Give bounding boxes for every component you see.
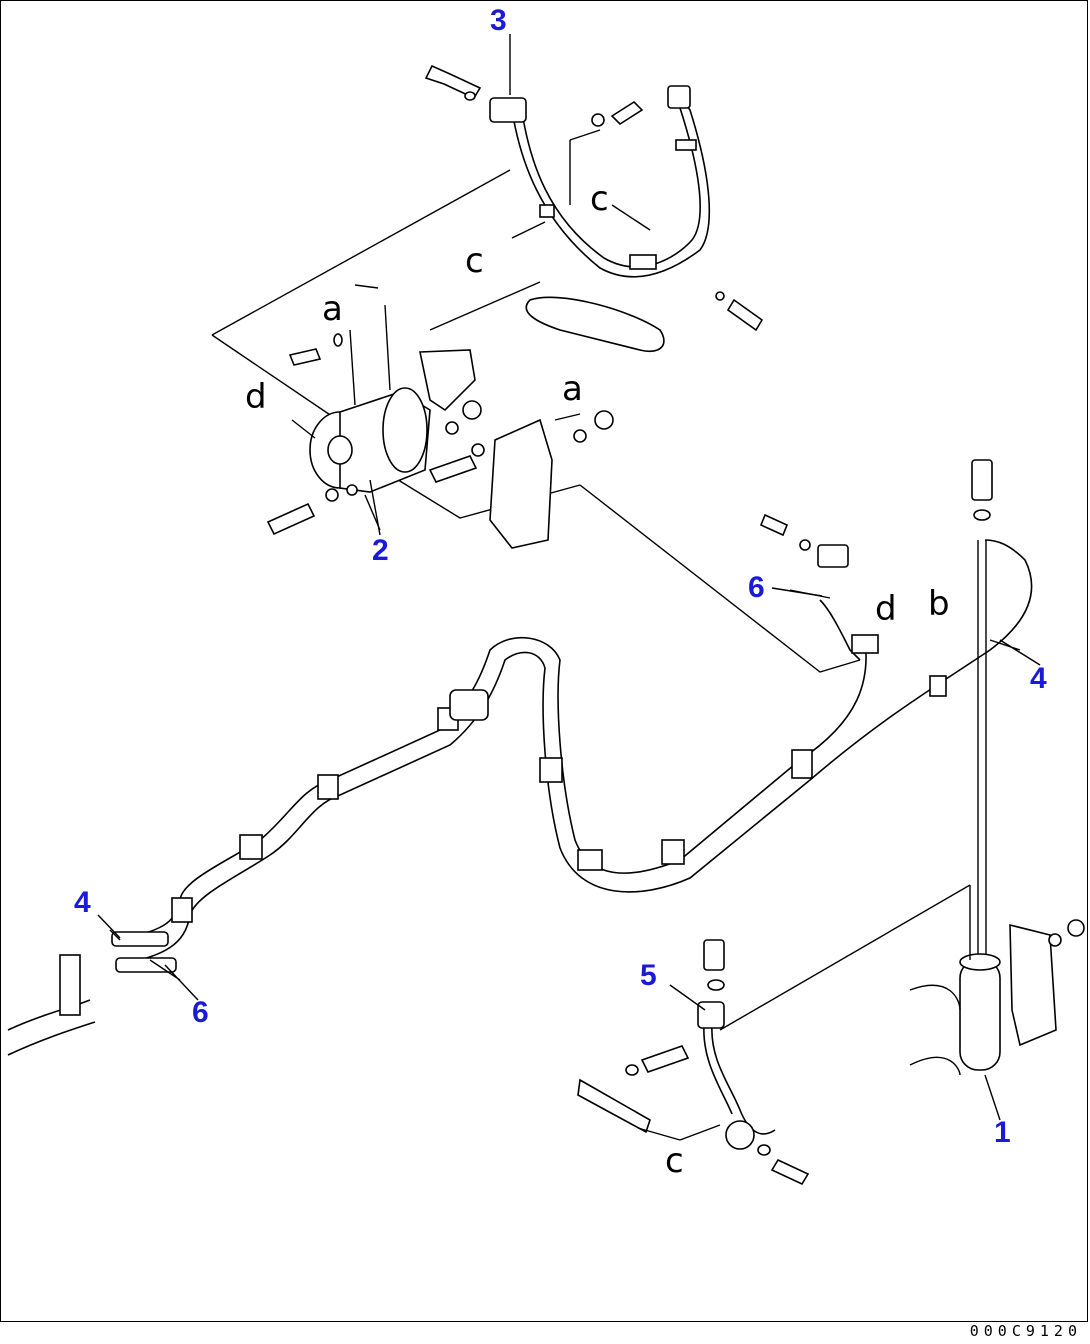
bracket <box>577 1078 651 1134</box>
hose-fitting <box>697 1001 725 1029</box>
compressor-clutch <box>382 387 428 473</box>
hose-fitting <box>115 957 177 973</box>
callout-3: 3 <box>490 4 507 37</box>
nut <box>1067 919 1085 937</box>
bracket <box>59 954 81 1016</box>
hose-clamp <box>629 254 657 270</box>
hose-clamp <box>675 139 697 151</box>
compressor-assembly-2 <box>211 169 861 673</box>
nut <box>462 400 482 420</box>
bolt <box>266 502 316 536</box>
ref-d-left: d <box>245 377 267 417</box>
callout-6-upper: 6 <box>748 571 765 604</box>
bolt <box>610 100 644 126</box>
hose-clamp <box>239 834 263 860</box>
hose-assembly-5 <box>577 939 810 1186</box>
washer <box>471 443 485 457</box>
ref-d-right: d <box>875 589 897 629</box>
hose-coupler <box>449 689 489 721</box>
hose-6-upper <box>819 599 861 661</box>
hose-clamp <box>539 204 555 218</box>
bolt <box>759 513 789 537</box>
ref-c-bottom: c <box>665 1141 684 1181</box>
washer <box>1048 933 1062 947</box>
ref-a-upper: a <box>322 289 343 329</box>
mounting-bracket <box>489 418 553 549</box>
washer <box>333 333 343 347</box>
ref-b: b <box>928 584 950 624</box>
bolt <box>770 1158 810 1186</box>
receiver-bracket <box>1009 923 1057 1047</box>
drive-belt <box>525 296 665 352</box>
callout-1: 1 <box>994 1116 1011 1149</box>
hose-clamp <box>539 757 563 783</box>
hose-clamp <box>791 749 813 779</box>
hose-fitting <box>817 544 849 568</box>
hose-assembly-3 <box>424 64 764 332</box>
callout-6-lower: 6 <box>192 996 209 1029</box>
bolt <box>703 939 725 971</box>
compressor-bracket <box>419 349 476 412</box>
hose-clamp <box>725 1120 755 1150</box>
ref-a-lower: a <box>562 369 583 409</box>
reference-letters: a a d d b c c c <box>245 179 950 1181</box>
bolt <box>640 1045 690 1073</box>
bolt <box>726 298 764 332</box>
bolt <box>428 455 478 483</box>
washer <box>757 1144 771 1156</box>
hose-clamp <box>929 675 947 697</box>
hose-fitting <box>111 931 169 947</box>
ref-c-top: c <box>590 179 609 219</box>
hose-fitting <box>667 85 691 109</box>
ref-c-left: c <box>465 241 484 281</box>
washer <box>591 113 605 127</box>
receiver-drier-top <box>959 953 1001 971</box>
washer <box>799 539 811 551</box>
hose-clamp <box>577 849 603 871</box>
bolt <box>288 348 322 366</box>
nut <box>594 410 614 430</box>
washer <box>707 979 725 991</box>
hose-fitting <box>489 97 527 123</box>
receiver-dryer-1 <box>719 459 1085 1076</box>
washer <box>573 429 587 443</box>
leader-lines <box>97 34 1041 1121</box>
hose-clamp <box>171 897 193 923</box>
callout-2: 2 <box>372 534 389 567</box>
hose-clamp <box>851 634 879 654</box>
washer <box>325 488 339 502</box>
receiver-drier <box>959 959 1001 1071</box>
washer <box>625 1064 639 1076</box>
callout-labels: 3 2 6 4 4 6 5 1 <box>74 4 1047 1149</box>
hose-run-4-6 <box>7 513 1033 1056</box>
washer <box>445 421 459 435</box>
washer <box>715 291 725 301</box>
washer <box>973 509 991 521</box>
compressor-hub <box>327 435 353 465</box>
hose-clamp <box>317 774 339 800</box>
callout-5: 5 <box>640 959 657 992</box>
callout-4-right: 4 <box>1030 662 1047 695</box>
hose-clamp <box>661 839 685 865</box>
washer <box>346 484 358 496</box>
callout-4-left: 4 <box>74 886 91 919</box>
washer <box>464 91 476 101</box>
bolt <box>971 459 993 501</box>
drawing-code: 000C9120 <box>969 1322 1082 1340</box>
